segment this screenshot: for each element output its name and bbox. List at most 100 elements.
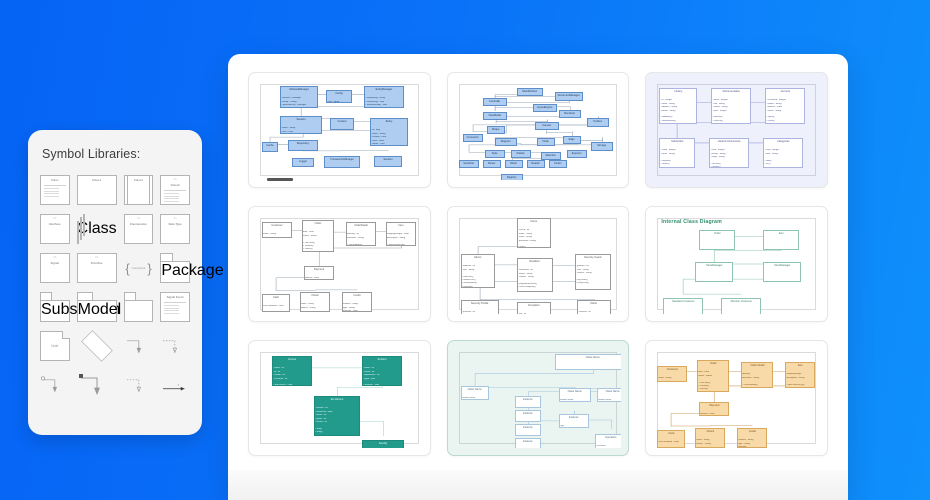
signal-event-symbol[interactable]: Signal Event: [160, 292, 190, 322]
thumbnail-class-diagram-users[interactable]: Users- userId : int- name : String- emai…: [446, 206, 630, 322]
class-node: Security Profile- profileId : int- level…: [460, 300, 499, 314]
class-node-members: - residentId : int- flatNo : String- con…: [517, 269, 538, 289]
class-node-members: - facultyId : int+ assign() : void: [363, 447, 403, 448]
class-node: MainWindow: [516, 88, 543, 96]
class-stack[interactable]: Class: [76, 214, 117, 244]
thumbnail-class-diagram-blue[interactable]: AbstractManager- instance : Manager- con…: [248, 72, 431, 188]
class-node-members: - visitorId : int- name : String- purpos…: [577, 311, 591, 314]
class-stereotype[interactable]: <>Class2: [160, 175, 190, 205]
realization-connector[interactable]: [124, 370, 154, 400]
class-node: Connector: [462, 134, 483, 142]
class-node-title: Instance: [522, 412, 533, 415]
class-node-members: [664, 305, 702, 314]
class-node-members: Module Name: [461, 397, 476, 400]
diagram-canvas: Course- name : str- id : int- credits : …: [256, 348, 423, 448]
class-node-title: Writer: [510, 162, 518, 165]
class-node: LayoutEngine: [532, 104, 557, 112]
class-node-title: Edge: [568, 138, 575, 141]
class-node-members: amount : Float: [700, 413, 715, 416]
class-node-title: Item: [797, 364, 803, 367]
class-node-title: Cache: [266, 144, 274, 147]
class-node-title: Session: [383, 158, 393, 161]
dependency-arrow[interactable]: [160, 331, 190, 361]
class-node: Subscriber - subId : Integer- name : Stri…: [659, 138, 696, 168]
constraint-symbol[interactable]: {Constraint}: [125, 260, 152, 276]
class-node-title: Logger: [298, 160, 308, 163]
class-node-title: Cash: [668, 432, 675, 435]
class-node: DocumentManager: [554, 92, 583, 101]
class-with-attributes[interactable]: Class: [40, 175, 70, 205]
class-node-title: Faculty: [378, 442, 388, 445]
class-node-members: cashTendered : Float: [658, 441, 679, 444]
class-node-title: Instance: [522, 426, 533, 429]
class-node: Codec: [548, 160, 567, 168]
class-node-members: - guardId : int- shift : String- contact…: [575, 265, 592, 285]
directed-association-connector[interactable]: a: [160, 370, 190, 400]
class-node-title: Toolbox: [593, 120, 603, 123]
thumbnail-class-diagram-teal[interactable]: Course- name : str- id : int- credits : …: [248, 340, 431, 456]
class-node-title: LayoutEngine: [536, 106, 553, 109]
class-node-members: - enrollId : int- enrollDate : date- sta…: [315, 407, 333, 436]
class-node-title: Standard Customer: [672, 300, 695, 303]
diagram-workspace: AbstractManager- instance : Manager- con…: [228, 54, 848, 500]
class-node-title: MainWindow: [522, 90, 538, 93]
class-node: Node: [536, 138, 555, 146]
class-node-title: Shape: [491, 128, 500, 131]
class-node: Complaint- cId : int- details : String +…: [516, 302, 551, 314]
diagram-canvas: Library- id : Integer- name : String- ad…: [653, 80, 820, 180]
decision-diamond-symbol[interactable]: [77, 330, 117, 362]
class-node: Renderer: [558, 110, 581, 118]
diagram-frame: [458, 84, 618, 176]
class-node-title: StoreManager: [706, 264, 723, 267]
composition-connector[interactable]: [77, 370, 117, 400]
class-node: StoreManager: [695, 262, 734, 282]
class-node: Session- token : String- user : User- ti…: [280, 116, 322, 134]
class-node: Categories- catId : Integer- label : Str…: [763, 138, 804, 168]
class-simple[interactable]: Class1: [76, 175, 117, 205]
package-symbol[interactable]: Package: [160, 253, 224, 283]
class-node-title: Check: [311, 294, 319, 297]
interface-symbol[interactable]: <>Interface: [40, 214, 70, 244]
class-node-members: - type : int- data : String: [331, 125, 353, 129]
class-active[interactable]: Class1: [123, 175, 154, 205]
class-node-title: Class Name: [567, 390, 582, 393]
class-node-title: Registry: [506, 176, 517, 179]
aggregation-connector[interactable]: [40, 370, 70, 400]
package-plain-symbol[interactable]: [123, 292, 154, 322]
class-node-members: - subId : Integer- name : String + regis…: [660, 149, 676, 165]
signal-symbol[interactable]: <>Signal: [40, 253, 70, 283]
thumbnail-scrollbar[interactable]: [267, 178, 293, 181]
class-node-members: amount : Float: [305, 277, 319, 280]
class-node-title: Codec: [553, 162, 562, 165]
class-node-title: Instance: [568, 416, 579, 419]
association-arrow[interactable]: [124, 331, 154, 361]
class-node-title: DocumentManager: [557, 94, 580, 97]
class-node-members: - cId : int- details : String + submit(): [518, 309, 550, 314]
class-node-members: Module Name: [559, 399, 574, 402]
model-symbol[interactable]: Model: [76, 292, 121, 322]
subsystem-symbol[interactable]: Subsystem: [40, 292, 120, 322]
datatype-symbol[interactable]: <>Data Type: [160, 214, 190, 244]
class-node-title: Storage: [597, 144, 607, 147]
thumbnail-class-diagram-lavender[interactable]: Library- id : Integer- name : String- ad…: [645, 72, 828, 188]
primitive-symbol[interactable]: <>Primitive: [76, 253, 117, 283]
note-symbol[interactable]: Note: [40, 331, 70, 361]
enumeration-symbol[interactable]: <>Enumeration: [123, 214, 154, 244]
class-node-title: Item: [398, 224, 404, 227]
class-node: Canvas: [534, 122, 559, 130]
class-node-title: Exporter: [571, 152, 582, 155]
class-node: Documentation- docId : Integer- title : …: [711, 88, 752, 124]
class-node: Palette: [510, 150, 531, 158]
class-node-title: Subscriber: [671, 140, 684, 143]
